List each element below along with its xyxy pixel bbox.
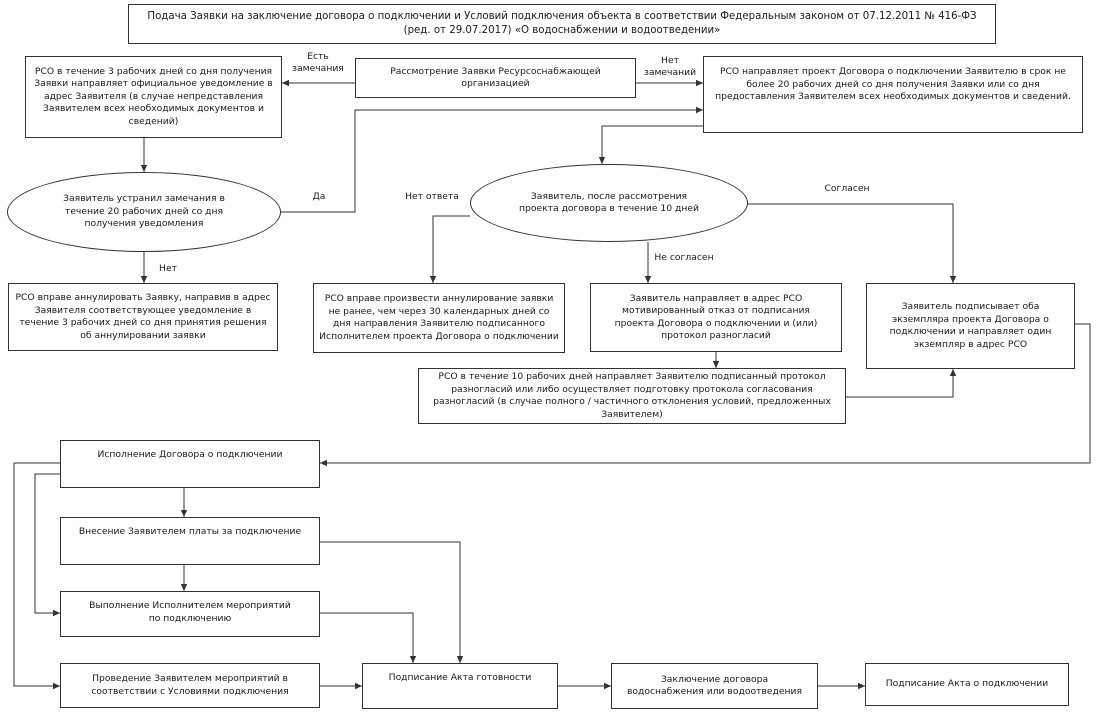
label-no-answer: Нет ответа bbox=[400, 191, 464, 203]
water-contract-box: Заключение договора водоснабжения или во… bbox=[611, 663, 818, 709]
arrow-no-answer-to-annul30 bbox=[429, 215, 470, 283]
label-agree-text: Согласен bbox=[824, 183, 870, 194]
fixed-text: Заявитель устранил замечания в течение 2… bbox=[63, 193, 225, 230]
annul-30-box: РСО вправе произвести аннулирование заяв… bbox=[313, 283, 565, 353]
label-remarks-no-line2: замечаний bbox=[643, 67, 697, 78]
applicant-measures-text: Проведение Заявителем мероприятий в соот… bbox=[91, 673, 289, 697]
rso-notice-text: РСО в течение 3 рабочих дней со дня полу… bbox=[34, 65, 273, 127]
rso-draft-text: РСО направляет проект Договора о подключ… bbox=[715, 66, 1071, 102]
title-text: Подача Заявки на заключение договора о п… bbox=[147, 11, 977, 36]
arrow-executor-to-readiness bbox=[320, 612, 417, 663]
signs-box: Заявитель подписывает оба экземпляра про… bbox=[866, 283, 1075, 369]
annul-notice-box: РСО вправе аннулировать Заявку, направив… bbox=[8, 283, 278, 351]
connection-act-text: Подписание Акта о подключении bbox=[885, 678, 1049, 690]
payment-box: Внесение Заявителем платы за подключение bbox=[60, 517, 320, 565]
annul-30-text: РСО вправе произвести аннулирование заяв… bbox=[319, 293, 559, 342]
label-no-answer-text: Нет ответа bbox=[405, 191, 459, 202]
review-text: Рассмотрение Заявки Ресурсоснабжающей ор… bbox=[390, 65, 601, 90]
label-disagree-text: Не согласен bbox=[654, 252, 714, 263]
refusal-text: Заявитель направляет в адрес РСО мотивир… bbox=[614, 292, 818, 342]
label-disagree: Не согласен bbox=[652, 252, 716, 264]
rso-protocol-box: РСО в течение 10 рабочих дней направляет… bbox=[418, 368, 846, 424]
connection-act-box: Подписание Акта о подключении bbox=[865, 663, 1069, 706]
arrow-protocol-to-signs bbox=[846, 369, 957, 398]
review-box: Рассмотрение Заявки Ресурсоснабжающей ор… bbox=[355, 58, 636, 98]
arrow-signs-to-execution bbox=[320, 323, 1091, 467]
arrow-execution-to-executor bbox=[34, 473, 60, 617]
refusal-box: Заявитель направляет в адрес РСО мотивир… bbox=[590, 283, 842, 352]
label-remarks-yes-line1: Есть bbox=[307, 51, 329, 62]
signs-text: Заявитель подписывает оба экземпляра про… bbox=[889, 301, 1052, 350]
executor-measures-box: Выполнение Исполнителем мероприятий по п… bbox=[60, 591, 320, 637]
label-no-text: Нет bbox=[159, 263, 177, 274]
label-yes: Да bbox=[306, 191, 332, 203]
applicant-measures-box: Проведение Заявителем мероприятий в соот… bbox=[60, 663, 320, 708]
rso-protocol-text: РСО в течение 10 рабочих дней направляет… bbox=[433, 371, 831, 420]
label-agree: Согласен bbox=[818, 183, 876, 195]
execution-text: Исполнение Договора о подключении bbox=[97, 449, 283, 460]
arrow-draft-to-after-review bbox=[598, 125, 703, 164]
execution-box: Исполнение Договора о подключении bbox=[60, 440, 320, 488]
arrow-execution-to-applicant bbox=[13, 462, 60, 690]
label-yes-text: Да bbox=[312, 191, 326, 202]
fixed-oval: Заявитель устранил замечания в течение 2… bbox=[7, 172, 281, 252]
arrow-agree-to-signs bbox=[748, 203, 957, 283]
label-remarks-yes-line2: замечания bbox=[292, 63, 344, 74]
arrow-payment-to-readiness bbox=[320, 541, 464, 663]
after-review-oval: Заявитель, после рассмотрения проекта до… bbox=[470, 164, 748, 242]
water-contract-text: Заключение договора водоснабжения или во… bbox=[626, 673, 802, 698]
arrow-fixed-yes-to-draft bbox=[281, 106, 703, 213]
rso-notice-box: РСО в течение 3 рабочих дней со дня полу… bbox=[25, 56, 282, 138]
rso-draft-box: РСО направляет проект Договора о подключ… bbox=[703, 56, 1083, 133]
label-remarks-yes: Есть замечания bbox=[286, 51, 350, 75]
label-remarks-no-line1: Нет bbox=[661, 55, 679, 66]
payment-text: Внесение Заявителем платы за подключение bbox=[78, 526, 302, 537]
readiness-act-box: Подписание Акта готовности bbox=[362, 663, 558, 709]
label-no: Нет bbox=[153, 263, 183, 275]
readiness-act-text: Подписание Акта готовности bbox=[388, 672, 532, 683]
executor-measures-text: Выполнение Исполнителем мероприятий по п… bbox=[89, 600, 291, 624]
after-review-text: Заявитель, после рассмотрения проекта до… bbox=[519, 190, 699, 215]
label-remarks-no: Нет замечаний bbox=[640, 55, 700, 79]
annul-notice-text: РСО вправе аннулировать Заявку, направив… bbox=[15, 292, 271, 341]
title-box: Подача Заявки на заключение договора о п… bbox=[128, 4, 996, 44]
